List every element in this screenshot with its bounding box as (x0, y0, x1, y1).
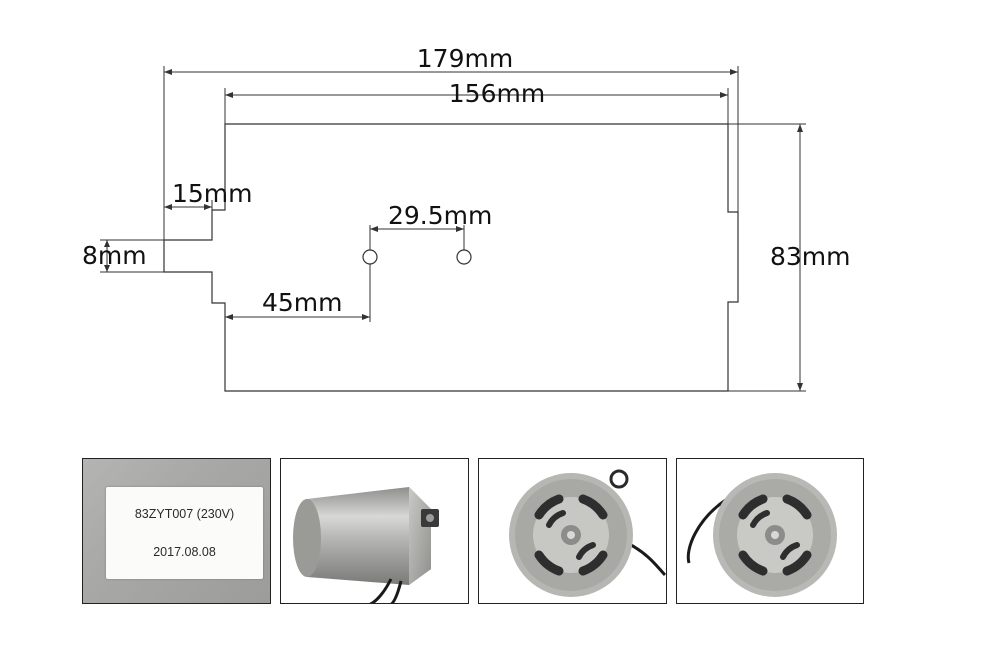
motor-back-photo (676, 458, 864, 604)
tab-length-dimension (164, 200, 213, 240)
motor-side-photo (280, 458, 469, 604)
motor-side-image (293, 487, 439, 603)
label-date-text: 2017.08.08 (153, 545, 216, 559)
body-length-dimension (224, 88, 729, 124)
label-model-text: 83ZYT007 (230V) (134, 507, 235, 521)
motor-back-image (686, 473, 837, 597)
body-length-label: 156mm (449, 79, 545, 108)
overall-length-dimension (163, 66, 739, 272)
hole-spacing-dimension (369, 225, 465, 250)
tab-width-label: 8mm (82, 241, 147, 270)
height-label: 83mm (770, 242, 851, 271)
motor-front-image (509, 469, 666, 597)
body-outline (163, 123, 739, 392)
tab-length-label: 15mm (172, 179, 253, 208)
mounting-hole-right (456, 249, 472, 265)
motor-front-photo (478, 458, 667, 604)
tab-width-dimension (100, 239, 164, 273)
height-dimension (728, 123, 806, 392)
overall-length-label: 179mm (417, 44, 513, 73)
mounting-hole-left (362, 249, 378, 265)
label-photo: 83ZYT007 (230V) 2017.08.08 (82, 458, 271, 604)
hole-offset-dimension (225, 264, 371, 322)
label-sticker: 83ZYT007 (230V) 2017.08.08 (106, 487, 263, 579)
hole-offset-label: 45mm (262, 288, 343, 317)
hole-spacing-label: 29.5mm (388, 201, 492, 230)
